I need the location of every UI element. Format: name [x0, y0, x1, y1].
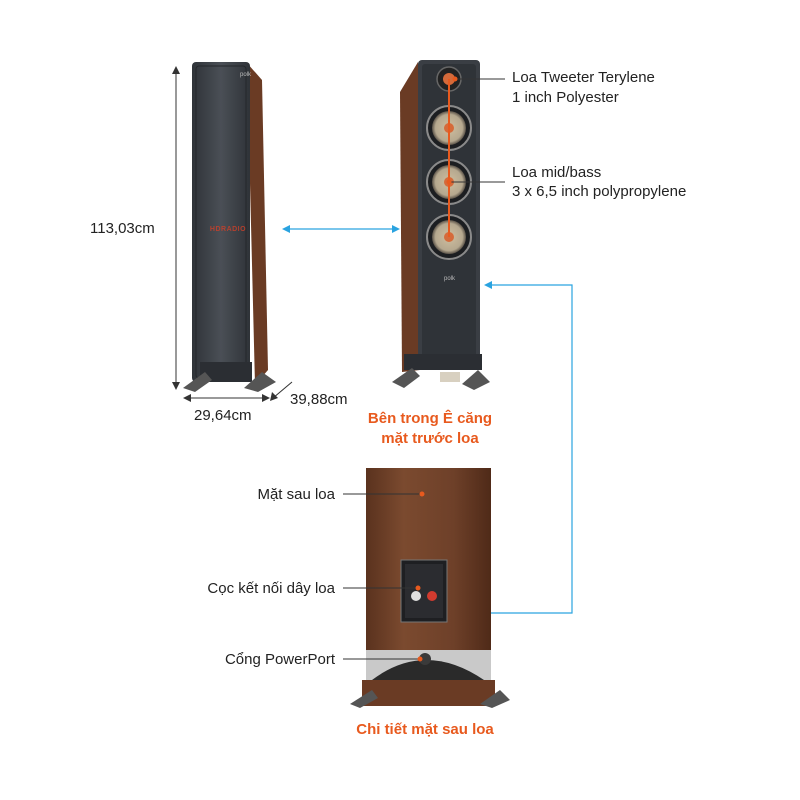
speaker-back-detail [350, 468, 510, 708]
tweeter-label-line1: Loa Tweeter Terylene [512, 69, 655, 86]
binding-posts-label: Cọc kết nối dây loa [207, 580, 335, 597]
front-compare-arrow [282, 225, 400, 233]
hdradio-watermark-logo: HDRADIO [209, 226, 247, 233]
depth-dimension-label: 39,88cm [290, 391, 348, 408]
powerport-label: Cổng PowerPort [224, 651, 335, 668]
midbass-label-line2: 3 x 6,5 inch polypropylene [512, 183, 687, 200]
width-dimension-label: 29,64cm [194, 407, 252, 424]
back-caption: Chi tiết mặt sau loa [356, 721, 494, 738]
speaker-front-grille [183, 62, 276, 392]
height-dimension-arrow [172, 66, 180, 390]
height-dimension-label: 113,03cm [90, 220, 155, 237]
polk-badge-front: polk [444, 276, 456, 282]
width-dimension-arrow [183, 394, 270, 402]
polk-badge-left: polk [240, 72, 252, 78]
back-panel-label: Mặt sau loa [257, 486, 335, 503]
front-caption-line2: mặt trước loa [381, 430, 479, 447]
tweeter-label-line2: 1 inch Polyester [512, 89, 619, 106]
speaker-front-open [392, 60, 490, 390]
front-caption-line1: Bên trong Ê căng [367, 410, 493, 427]
midbass-label-line1: Loa mid/bass [512, 164, 602, 181]
depth-dimension-arrow [270, 381, 293, 401]
